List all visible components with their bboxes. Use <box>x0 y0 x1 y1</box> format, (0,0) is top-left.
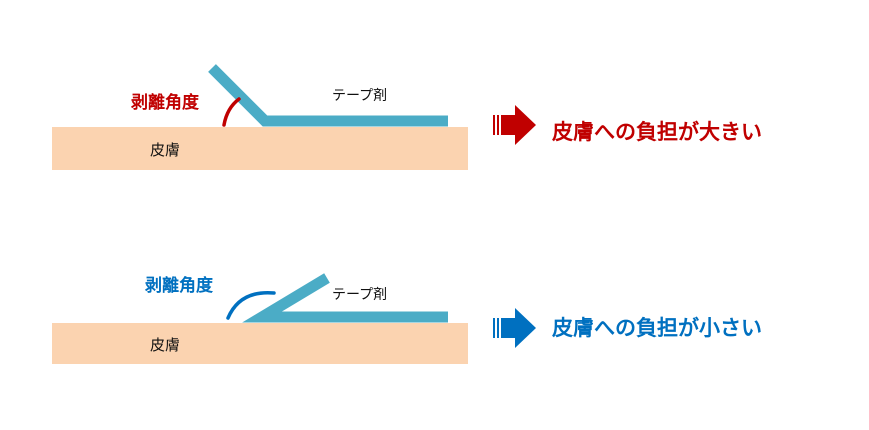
diagram-high-angle: 剥離角度 テープ剤 皮膚 皮膚への負担が大きい <box>0 50 869 220</box>
skin-block <box>52 127 468 170</box>
skin-block <box>52 323 468 364</box>
angle-label: 剥離角度 <box>131 93 199 113</box>
skin-label: 皮膚 <box>150 141 181 159</box>
arrow-icon <box>493 105 536 145</box>
tape-label: テープ剤 <box>332 287 388 303</box>
result-text: 皮膚への負担が大きい <box>552 120 762 144</box>
arrow-icon <box>493 308 536 348</box>
result-text: 皮膚への負担が小さい <box>552 316 762 340</box>
skin-label: 皮膚 <box>150 336 181 354</box>
tape-strip <box>242 273 448 323</box>
diagram-low-angle: 剥離角度 テープ剤 皮膚 皮膚への負担が小さい <box>0 250 869 420</box>
low-angle-graphic <box>52 273 536 364</box>
angle-arc <box>222 97 241 127</box>
high-angle-graphic <box>52 64 536 170</box>
tape-label: テープ剤 <box>332 88 388 104</box>
angle-label: 剥離角度 <box>145 276 213 296</box>
angle-arc <box>226 290 276 320</box>
tape-strip <box>208 64 448 127</box>
